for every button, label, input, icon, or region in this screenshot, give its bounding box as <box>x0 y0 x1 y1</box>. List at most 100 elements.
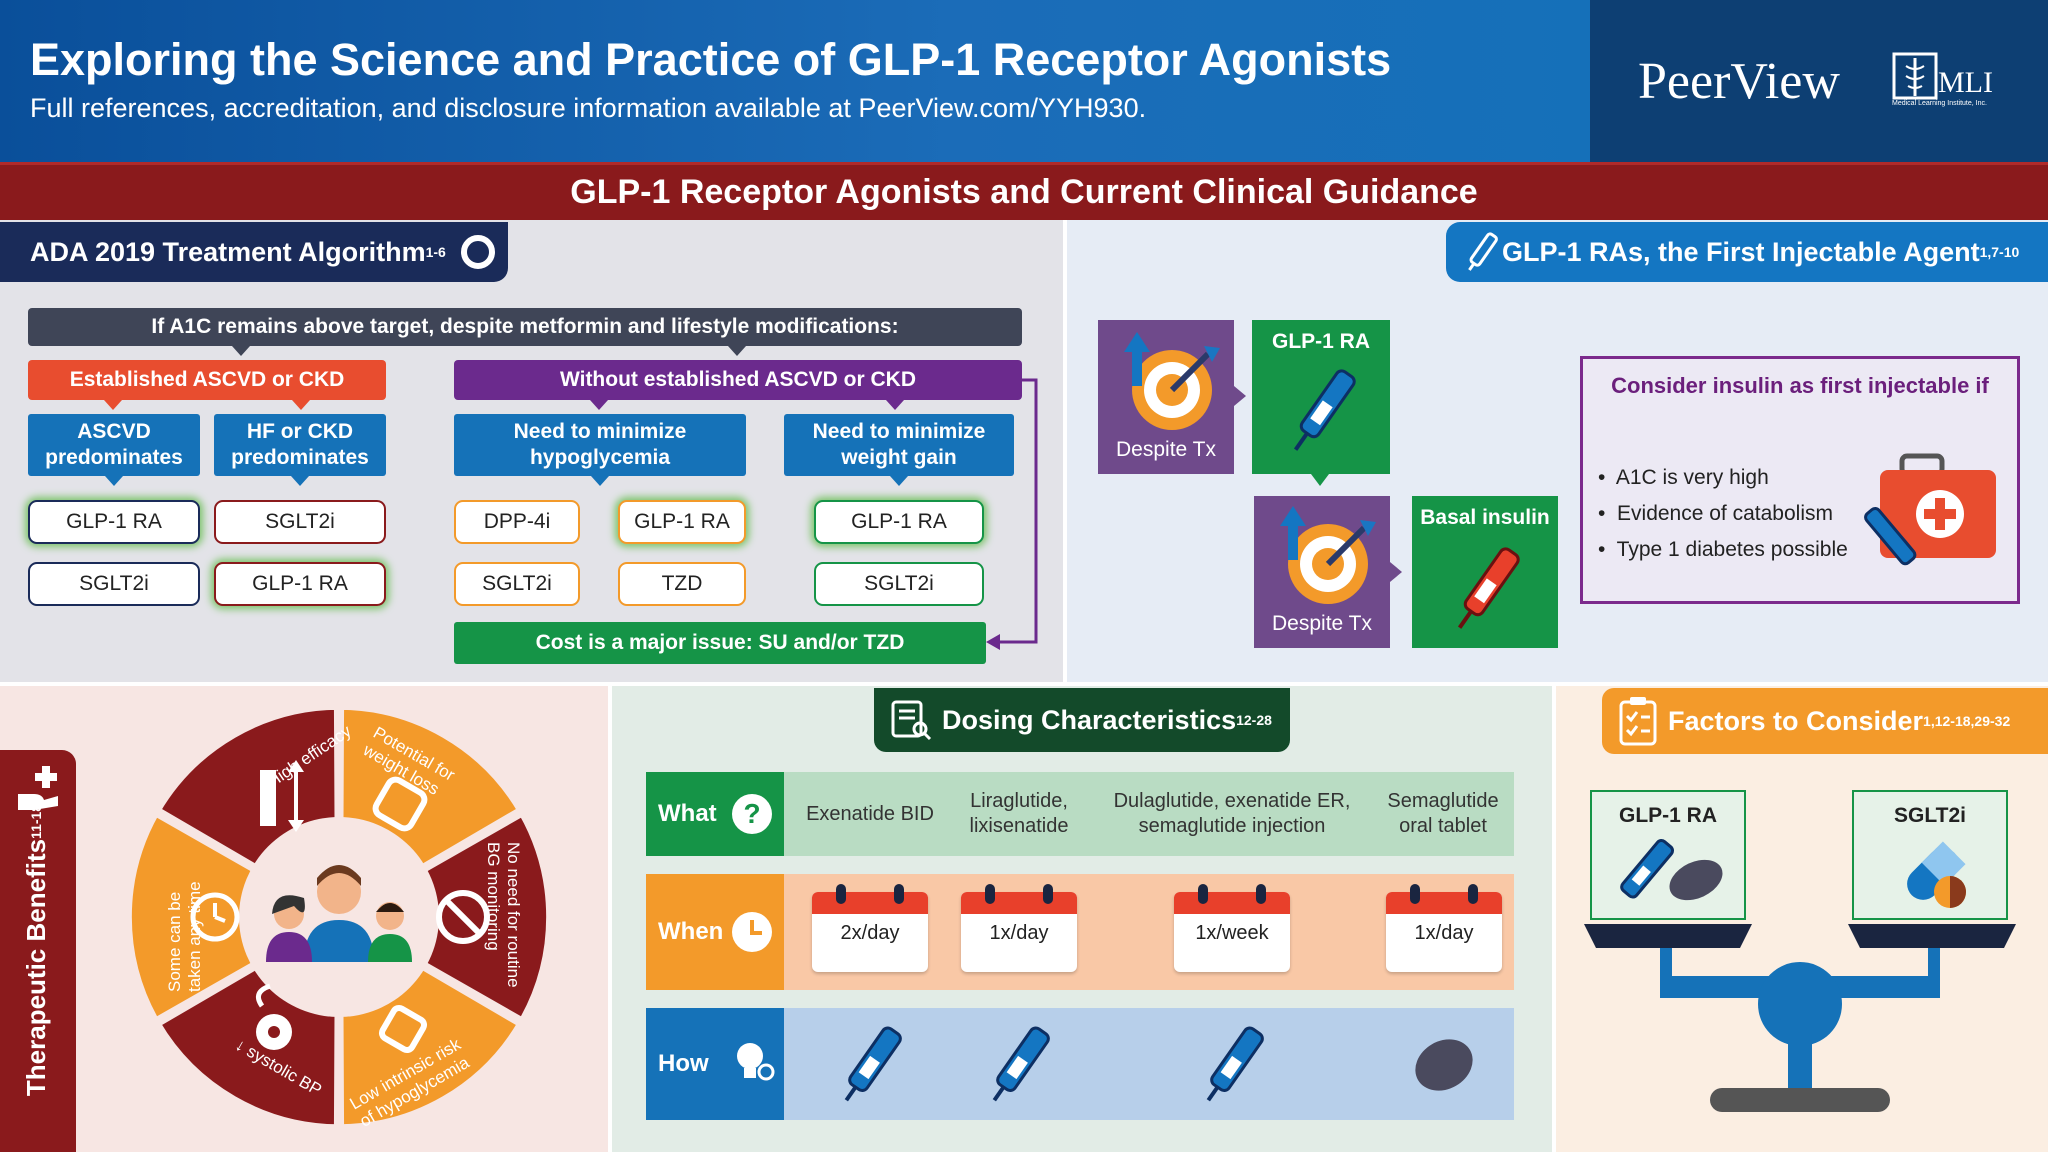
bullet-text: A1C is very high <box>1615 466 1769 489</box>
mli-logo-text: MLI <box>1938 66 1993 99</box>
flow-pointer <box>1390 562 1402 582</box>
balance-scale-icon <box>1584 924 2016 1112</box>
established-header: Established ASCVD or CKD <box>28 360 386 400</box>
glp1-ra-label: GLP-1 RA <box>1271 330 1370 353</box>
calendar-icon: 1x/day <box>961 884 1077 972</box>
pen-icon <box>844 1026 902 1102</box>
page-subtitle: Full references, accreditation, and disc… <box>30 93 1147 123</box>
clipboard-check-icon <box>1619 697 1657 746</box>
wheel-center <box>239 817 439 1017</box>
option-glp1-ra: GLP-1 RA <box>214 562 386 606</box>
when-row-label: When <box>646 874 784 990</box>
calendar-icon: 1x/week <box>1174 884 1290 972</box>
option-glp1-ra: GLP-1 RA <box>618 500 746 544</box>
people-icon <box>266 865 412 962</box>
how-row-label: How <box>646 1008 784 1120</box>
page-title: Exploring the Science and Practice of GL… <box>30 34 1392 85</box>
injectable-tab-ref: 1,7-10 <box>1979 244 2020 260</box>
basal-insulin-label: Basal insulin <box>1420 506 1550 529</box>
lock-shield-icon <box>378 1004 428 1054</box>
drug-cell: Exenatide BID <box>806 802 934 825</box>
what-row <box>646 772 1514 856</box>
banner-title: GLP-1 Receptor Agonists and Current Clin… <box>570 173 1478 211</box>
clock-icon <box>190 892 240 942</box>
option-tzd: TZD <box>618 562 746 606</box>
bullet-text: Type 1 diabetes possible <box>1616 538 1848 561</box>
flow-pointer <box>1311 474 1329 486</box>
drug-cell: Dulaglutide, exenatide ER, semaglutide i… <box>1113 790 1351 837</box>
hand-plus-icon <box>18 766 58 810</box>
ada-tab-label: ADA 2019 Treatment Algorithm <box>30 236 426 267</box>
category-ascvd: ASCVD predominates <box>28 414 200 476</box>
despite-tx-label: Despite Tx <box>1116 438 1216 461</box>
factor-sglt2i-box: SGLT2i <box>1852 790 2008 920</box>
caduceus-icon <box>1892 52 1938 100</box>
frequency-text: 1x/day <box>989 922 1049 944</box>
option-sgltz2i: SGLT2i <box>454 562 580 606</box>
option-sgltz2i: SGLT2i <box>214 500 386 544</box>
therapeutic-tab <box>0 750 76 1152</box>
benefit-label: No need for routineBG monitoring <box>484 842 523 988</box>
category-pointer <box>591 476 609 486</box>
without-pointer <box>590 400 608 410</box>
benefit-label-line: Some can be <box>165 892 184 992</box>
calendar-icon: 2x/day <box>812 884 928 972</box>
what-row-label: What ? <box>646 772 784 856</box>
established-pointer <box>104 400 122 410</box>
therapeutic-tab-text: Therapeutic Benefits <box>20 838 51 1097</box>
factor-sglt2i-label: SGLT2i <box>1894 804 1966 827</box>
pen-icon <box>992 1026 1050 1102</box>
cost-note: Cost is a major issue: SU and/or TZD <box>454 622 986 664</box>
category-pointer <box>890 476 908 486</box>
frequency-text: 1x/week <box>1195 922 1269 944</box>
option-sgltz2i: SGLT2i <box>814 562 984 606</box>
option-dpp4i: DPP-4i <box>454 500 580 544</box>
cost-connector-arrow <box>986 378 1038 650</box>
pen-icon <box>1293 369 1356 451</box>
category-hypoglycemia: Need to minimize hypoglycemia <box>454 414 746 476</box>
lightbulb-icon <box>737 1043 775 1081</box>
what-label: What <box>658 800 717 827</box>
option-glp1-ra: GLP-1 RA <box>28 500 200 544</box>
category-weight: Need to minimize weight gain <box>784 414 1014 476</box>
pen-icon <box>1468 232 1498 271</box>
consider-bullet: • Evidence of catabolism <box>1598 502 1833 525</box>
benefit-label-line: No need for routine <box>504 842 523 988</box>
mli-logo-subtext: Medical Learning Institute, Inc. <box>1892 100 1987 107</box>
benefit-label-line: taken any time <box>185 881 204 992</box>
category-pointer <box>105 476 123 486</box>
bullet-text: Evidence of catabolism <box>1617 502 1833 525</box>
factors-tab-ref: 1,12-18,29-32 <box>1923 713 2011 729</box>
dosing-tab-label: Dosing Characteristics <box>942 704 1237 735</box>
therapeutic-tab-ref: 11-18 <box>28 803 44 839</box>
peerview-logo[interactable]: PeerView <box>1638 53 1840 110</box>
algorithm-condition: If A1C remains above target, despite met… <box>28 308 1022 346</box>
condition-pointer <box>728 346 746 356</box>
pen-tablet-icon <box>1620 839 1723 901</box>
dosing-tab-ref: 12-28 <box>1236 712 1272 728</box>
mli-logo: MLI Medical Learning Institute, Inc. <box>1892 52 2002 110</box>
target-icon <box>1280 506 1376 604</box>
despite-tx-tile-1: Despite Tx <box>1098 320 1234 474</box>
ada-tab-ref: 1-6 <box>425 244 446 260</box>
clock-icon <box>732 912 772 952</box>
when-label: When <box>658 918 724 945</box>
without-pointer <box>886 400 904 410</box>
header-bar <box>0 0 1590 162</box>
frequency-text: 2x/day <box>840 922 900 944</box>
despite-tx-label: Despite Tx <box>1272 612 1372 635</box>
consider-bullet: • A1C is very high <box>1598 466 1769 489</box>
option-sgltz2i: SGLT2i <box>28 562 200 606</box>
category-pointer <box>291 476 309 486</box>
first-aid-kit-icon <box>1864 453 1996 566</box>
capsule-icon <box>1907 841 1966 908</box>
flow-pointer <box>1234 386 1246 406</box>
pen-icon <box>1206 1026 1264 1102</box>
frequency-text: 1x/day <box>1414 922 1474 944</box>
factor-glp1-box: GLP-1 RA <box>1590 790 1746 920</box>
